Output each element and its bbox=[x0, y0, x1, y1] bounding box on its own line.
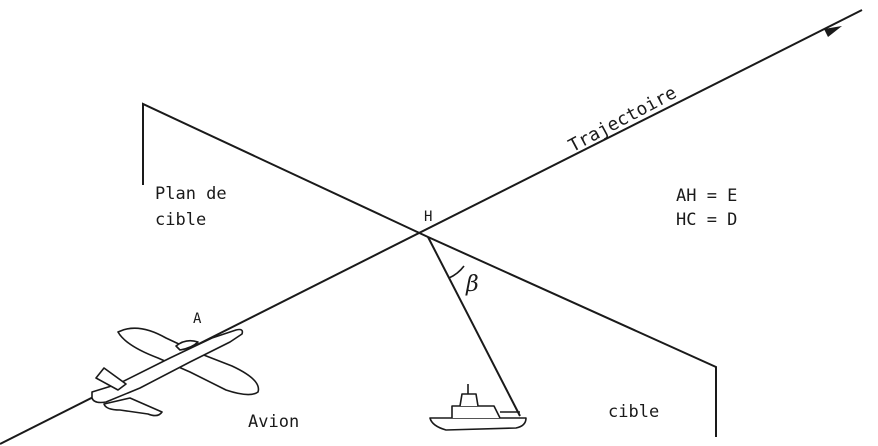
target-plane-label-line2: cible bbox=[155, 210, 207, 230]
point-a-label: A bbox=[193, 311, 202, 327]
aircraft-label: Avion bbox=[248, 412, 300, 432]
equation-ah-e: AH = E bbox=[676, 186, 738, 206]
target-plane-label-line1: Plan de bbox=[155, 184, 227, 204]
equation-hc-d: HC = D bbox=[676, 210, 738, 230]
ship-icon bbox=[429, 384, 527, 431]
angle-beta-arc bbox=[448, 265, 465, 279]
line-hc bbox=[427, 236, 521, 417]
arrowhead-icon bbox=[824, 26, 842, 37]
target-label: cible bbox=[608, 402, 660, 422]
angle-beta-label: β bbox=[466, 272, 479, 297]
point-h-label: H bbox=[424, 209, 433, 225]
airplane-icon bbox=[91, 327, 260, 417]
